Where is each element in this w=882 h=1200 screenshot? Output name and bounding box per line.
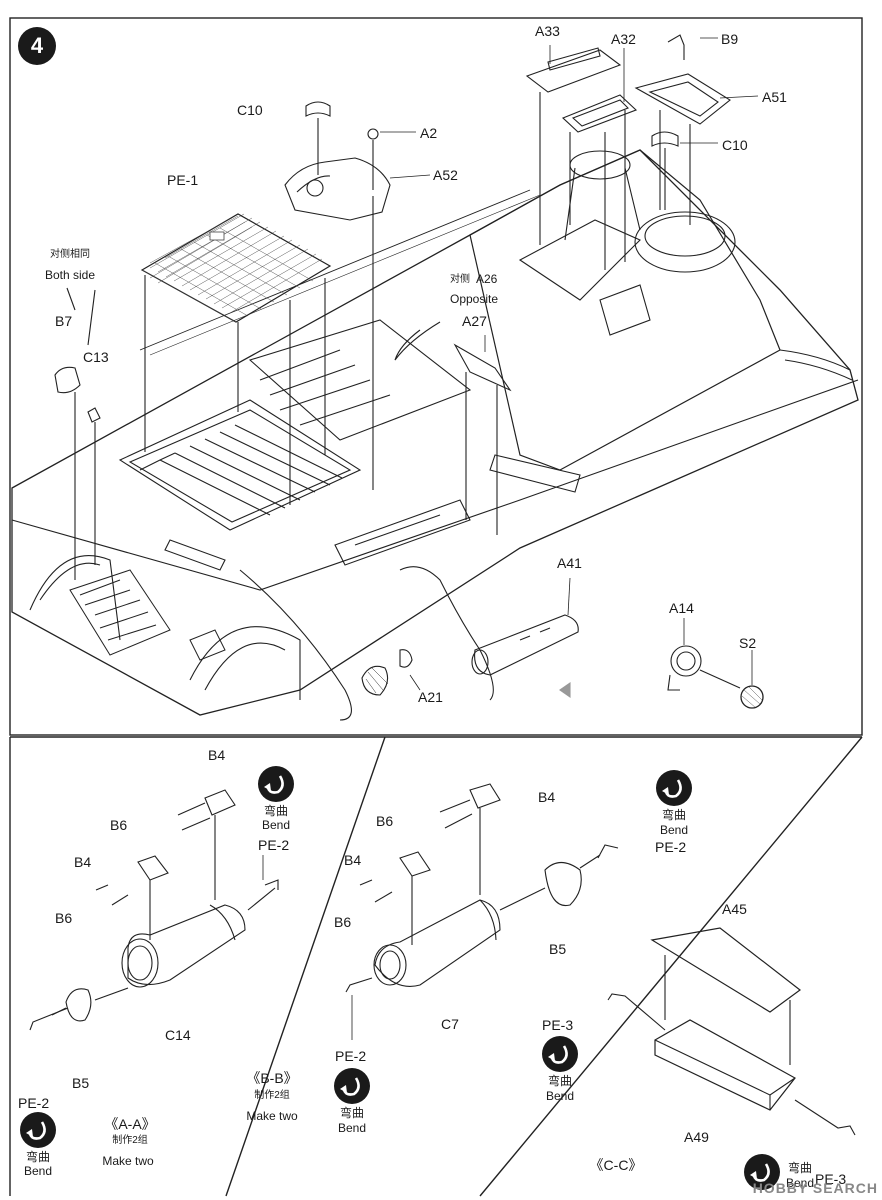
label-b9: B9 <box>721 31 739 47</box>
cc-label-pe3-right: PE-3 <box>815 1171 847 1187</box>
bb-label-pe2-bottom: PE-2 <box>335 1048 367 1064</box>
bb-label-b5: B5 <box>549 941 567 957</box>
label-a41: A41 <box>557 555 582 571</box>
label-both-side-en: Both side <box>44 268 96 282</box>
aa-label-b4-top: B4 <box>208 747 226 763</box>
label-opposite-en: Opposite <box>450 292 499 306</box>
label-a51: A51 <box>762 89 787 105</box>
aa-bend-icon <box>20 1112 56 1148</box>
aa-label-pe2-top: PE-2 <box>258 837 290 853</box>
label-a33: A33 <box>535 23 560 39</box>
step-number-badge: 4 <box>18 27 56 65</box>
label-c13: C13 <box>83 349 109 365</box>
aa-label-pe2-bottom: PE-2 <box>18 1095 50 1111</box>
bb-bend2-en: Bend <box>659 823 689 837</box>
label-both-side-cn: 对侧相同 <box>50 249 90 260</box>
bb-label-b6-top: B6 <box>376 813 394 829</box>
bb-make-cn: 制作2组 <box>254 1090 290 1101</box>
label-a32: A32 <box>611 31 636 47</box>
cc-label-pe3: PE-3 <box>542 1017 574 1033</box>
bb-label-b4-top: B4 <box>538 789 556 805</box>
watermark: HOBBY SEARCH <box>752 1180 878 1196</box>
cc-bend-en: Bend <box>545 1089 575 1103</box>
aa-make-en: Make two <box>102 1154 154 1168</box>
aa-label-c14: C14 <box>165 1027 191 1043</box>
cc-bend2-cn: 弯曲 <box>787 1161 813 1175</box>
bb-label-b6-mid: B6 <box>334 914 352 930</box>
bb-label-c7: C7 <box>441 1016 459 1032</box>
bb-title: 《B-B》 <box>246 1070 298 1086</box>
label-a21: A21 <box>418 689 443 705</box>
cc-bend2-en: Bend <box>785 1176 815 1190</box>
aa-bend-icon-top <box>258 766 294 802</box>
aa-label-b6-mid: B6 <box>55 910 73 926</box>
aa-make-cn: 制作2组 <box>112 1135 148 1146</box>
bb-bend-en: Bend <box>337 1121 367 1135</box>
aa-title: 《A-A》 <box>104 1116 156 1132</box>
label-a26: A26 <box>476 272 498 286</box>
cc-title: 《C-C》 <box>589 1157 643 1173</box>
label-a2: A2 <box>420 125 438 141</box>
aa-bend-cn-top: 弯曲 <box>263 804 289 818</box>
bb-label-b4-mid: B4 <box>344 852 362 868</box>
bb-bend-cn: 弯曲 <box>339 1106 365 1120</box>
label-c10-right: C10 <box>722 137 748 153</box>
label-a27: A27 <box>462 313 487 329</box>
cc-bend-icon-2 <box>744 1154 780 1190</box>
label-s2: S2 <box>739 635 757 651</box>
label-pe1: PE-1 <box>167 172 199 188</box>
aa-bend-en: Bend <box>23 1164 53 1178</box>
label-a14: A14 <box>669 600 694 616</box>
cc-label-a45: A45 <box>722 901 747 917</box>
cc-bend-cn: 弯曲 <box>547 1074 573 1088</box>
bb-make-en: Make two <box>246 1109 298 1123</box>
aa-label-b6-top: B6 <box>110 817 128 833</box>
cc-bend-icon <box>542 1036 578 1072</box>
label-opposite-cn: 对侧 <box>450 274 470 285</box>
aa-bend-cn: 弯曲 <box>25 1150 51 1164</box>
aa-label-b5: B5 <box>72 1075 90 1091</box>
label-b7: B7 <box>55 313 73 329</box>
cc-label-a49: A49 <box>684 1129 709 1145</box>
label-a52: A52 <box>433 167 458 183</box>
bb-bend2-cn: 弯曲 <box>661 808 687 822</box>
label-c10-top: C10 <box>237 102 263 118</box>
aa-bend-en-top: Bend <box>261 818 291 832</box>
bb-label-pe2-right: PE-2 <box>655 839 687 855</box>
bb-bend-icon-2 <box>656 770 692 806</box>
bb-bend-icon <box>334 1068 370 1104</box>
aa-label-b4-mid: B4 <box>74 854 92 870</box>
